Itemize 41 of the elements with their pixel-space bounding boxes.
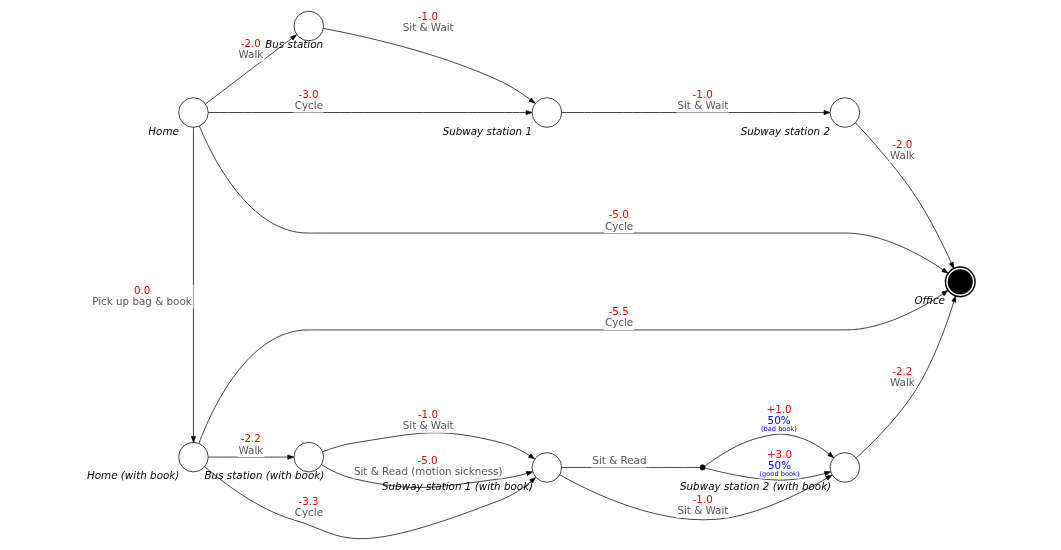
edge-label: Sit & Wait	[402, 419, 454, 432]
edge-label: Cycle	[604, 219, 633, 232]
edge-label: Sit & Wait	[676, 504, 728, 517]
edge-label: Sit & Read	[591, 454, 647, 467]
edge-label: Cycle	[294, 98, 323, 111]
node-label: Office	[913, 294, 945, 307]
node-label: Subway station 2	[740, 124, 830, 137]
edge-label: Pick up bag & book	[91, 294, 192, 307]
edge-label: Walk	[889, 149, 915, 162]
edge-label: -5.0	[416, 453, 438, 466]
node-label: Home	[147, 124, 179, 137]
edge-label: -5.0	[608, 208, 629, 221]
edge-label: -2.0	[240, 36, 261, 49]
edge-label: +1.0	[766, 403, 792, 416]
edge-label: -3.0	[297, 87, 319, 100]
edge-label: -2.0	[891, 138, 912, 151]
edge-label: -2.2	[891, 365, 912, 378]
node-label: Bus station (with book)	[204, 469, 324, 482]
node-label: Bus station	[264, 38, 323, 51]
edge-label: Sit & Read (motion sickness)	[353, 465, 503, 477]
edge-label: Sit & Wait	[676, 98, 728, 111]
edge-label: -5.5	[608, 305, 629, 318]
edge-label: 0.0	[133, 283, 150, 296]
node-label: Home (with book)	[86, 469, 179, 482]
edge-label: -1.0	[417, 408, 438, 421]
edge-label: Walk	[238, 47, 263, 60]
edge-label: -1.0	[692, 87, 713, 100]
node-label: Subway station 1	[442, 124, 532, 137]
edge-label: -2.2	[240, 432, 261, 445]
edge-label: Sit & Wait	[402, 21, 454, 34]
edge-label: Cycle	[604, 316, 633, 329]
edge-label: -3.3	[297, 495, 319, 508]
edge-label: Walk	[889, 376, 915, 389]
edge-label: -1.0	[417, 10, 438, 23]
edge-label: 50%	[767, 458, 791, 471]
edge-label: +3.0	[766, 448, 792, 461]
edge-label: Cycle	[294, 506, 323, 519]
edge-label: Walk	[238, 443, 263, 456]
node-label: Subway station 1 (with book)	[381, 479, 533, 492]
edge-label: 50%	[767, 413, 791, 426]
edge-label: -1.0	[692, 493, 713, 506]
